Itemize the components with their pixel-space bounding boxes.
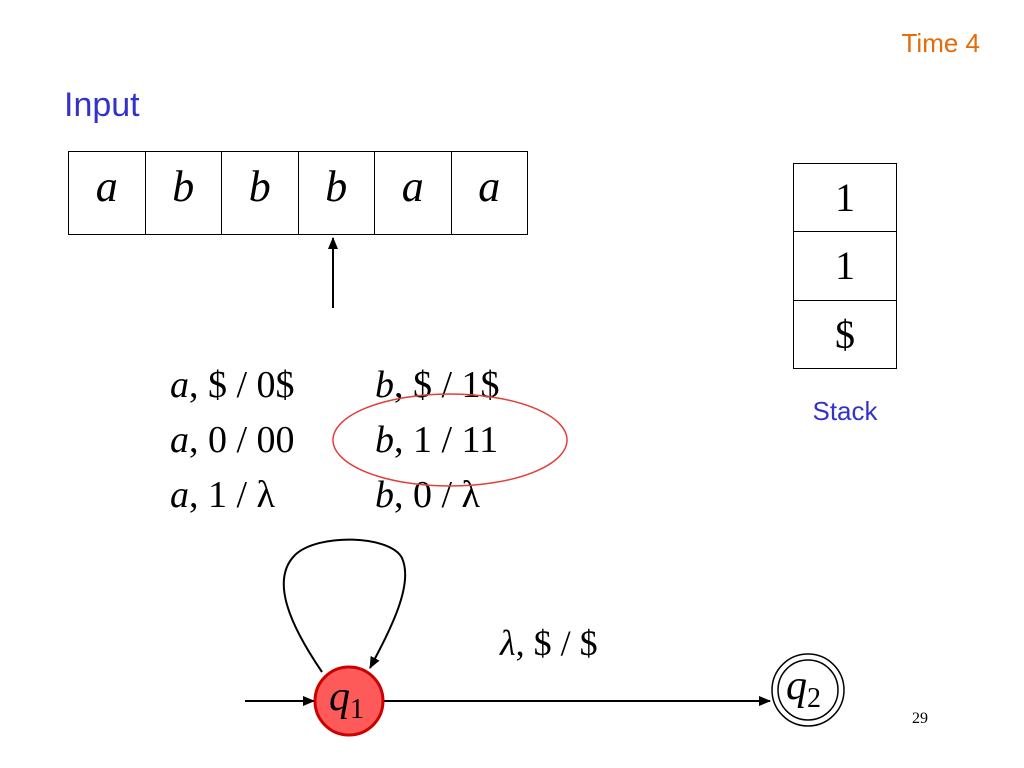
edge-label-q1-q2: λ, $ / $ xyxy=(500,622,598,664)
transition-rule-b-1: b, $ / 1$ xyxy=(375,366,500,404)
rule-input-symbol: a xyxy=(170,474,189,516)
rule-input-symbol: b xyxy=(375,364,394,406)
tape-cell: b xyxy=(222,152,299,234)
stack-cell: 1 xyxy=(794,232,896,301)
rule-stack-op: , $ / 0$ xyxy=(189,364,295,406)
state-letter: q xyxy=(786,663,807,709)
time-label: Time 4 xyxy=(901,28,981,58)
tape-cell: a xyxy=(375,152,452,234)
state-q2-outer-circle xyxy=(771,653,845,727)
self-loop-arrow xyxy=(282,538,407,673)
transition-rule-a-3: a, 1 / λ xyxy=(170,476,275,514)
page-number: 29 xyxy=(912,710,928,727)
state-subscript: 2 xyxy=(807,683,821,714)
stack-label: Stack xyxy=(812,396,878,426)
rule-stack-op: , 1 / 11 xyxy=(394,419,499,461)
state-q1-circle xyxy=(313,665,385,737)
state-subscript: 1 xyxy=(350,694,364,725)
transition-rule-a-1: a, $ / 0$ xyxy=(170,366,295,404)
rule-input-symbol: b xyxy=(375,474,394,516)
rule-input-symbol: a xyxy=(170,419,189,461)
rule-stack-op: , 0 / λ xyxy=(394,474,480,516)
rule-input-symbol: a xyxy=(170,364,189,406)
stack-cell-top: 1 xyxy=(794,164,896,233)
rule-stack-op: , 1 / λ xyxy=(189,474,275,516)
input-title: Input xyxy=(64,86,140,124)
transition-rule-b-3: b, 0 / λ xyxy=(375,476,480,514)
tape-cell-current: b xyxy=(299,152,375,234)
tape-cell: a xyxy=(478,161,501,211)
edge-stack-op: , $ / $ xyxy=(515,623,598,663)
tape-cell: b xyxy=(146,152,222,234)
stack: 1 1 $ xyxy=(793,163,897,369)
tape-cell: a xyxy=(69,152,146,234)
stack-cell-bottom: $ xyxy=(835,311,855,357)
edge-input-symbol: λ xyxy=(500,623,516,663)
state-q2-label: q2 xyxy=(786,665,821,713)
state-letter: q xyxy=(329,674,350,720)
transition-rule-a-2: a, 0 / 00 xyxy=(170,421,295,459)
input-tape: a b b b a a xyxy=(68,151,528,235)
rule-stack-op: , 0 / 00 xyxy=(189,419,295,461)
rule-input-symbol: b xyxy=(375,419,394,461)
active-rule-highlight xyxy=(332,393,568,487)
rule-stack-op: , $ / 1$ xyxy=(394,364,500,406)
state-q2-inner-circle xyxy=(777,659,839,721)
state-q1-label: q1 xyxy=(329,676,364,724)
transition-rule-b-2: b, 1 / 11 xyxy=(375,421,498,459)
